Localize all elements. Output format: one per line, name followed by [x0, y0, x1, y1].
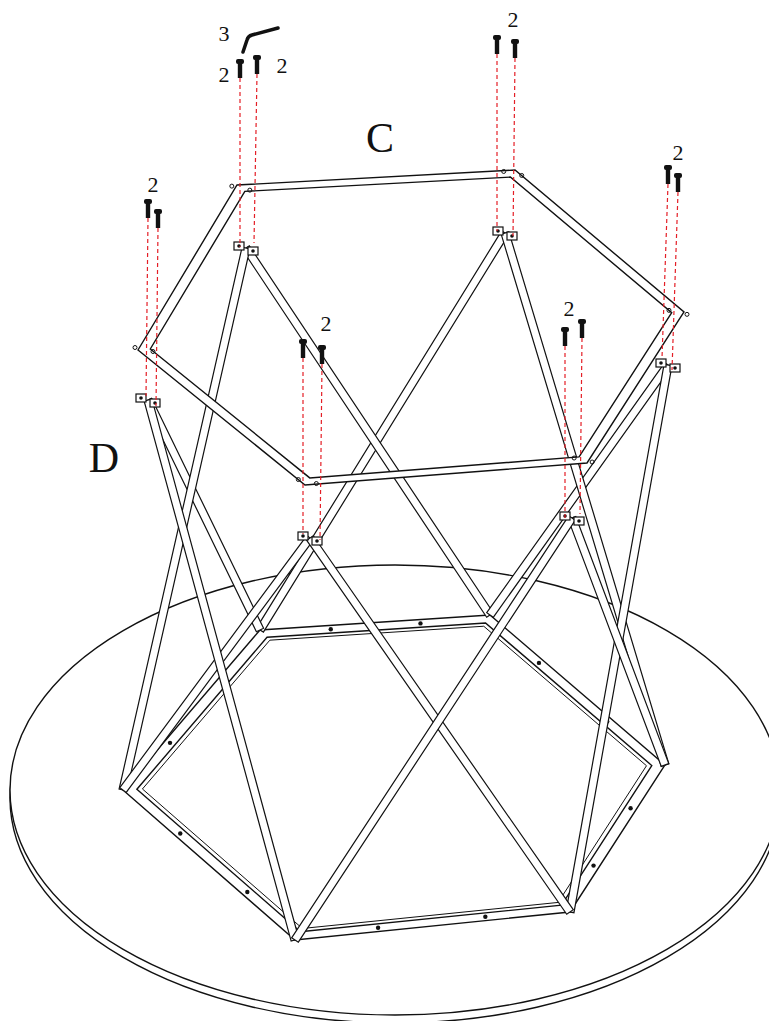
guide-line	[302, 358, 303, 534]
frame-hole	[667, 308, 671, 312]
callout-number: 2	[321, 313, 332, 335]
frame-hole	[296, 478, 300, 482]
guide-line	[146, 218, 148, 396]
frame-hole	[590, 460, 594, 464]
guide-line	[156, 228, 158, 406]
leg-bar	[568, 517, 668, 767]
leg-bar	[243, 246, 494, 617]
guide-line	[672, 192, 678, 370]
frame-hole	[245, 890, 249, 894]
callout-number: 2	[564, 298, 575, 320]
leg-cap	[150, 399, 160, 407]
guide-line	[513, 58, 515, 236]
frame-hole	[133, 346, 137, 350]
leg-cap	[507, 232, 517, 240]
bolt-shank	[320, 349, 324, 364]
frame-hole	[248, 188, 252, 192]
leg-hole	[659, 361, 663, 365]
bolt-shank	[580, 323, 584, 338]
leg-cap	[136, 394, 146, 402]
guide-line	[662, 184, 668, 358]
bolt-shank	[301, 343, 305, 358]
frame-hole	[314, 482, 318, 486]
guide-line	[320, 364, 322, 540]
frame-hole	[572, 456, 576, 460]
allen-key	[243, 28, 278, 52]
callout-number: 2	[148, 174, 159, 196]
bolt-shank	[563, 331, 567, 346]
callout-number: 2	[219, 64, 230, 86]
leg-bar	[566, 364, 672, 912]
leg-hole	[251, 249, 255, 253]
frame-hole	[685, 312, 689, 316]
leg-cap	[234, 242, 244, 250]
bolt-shank	[156, 213, 160, 228]
leg-cap	[656, 359, 666, 367]
callout-number: 3	[219, 23, 230, 45]
leg-cap	[248, 247, 258, 255]
frame-hole	[537, 661, 541, 665]
leg-hole	[315, 539, 319, 543]
guide-line	[496, 54, 497, 231]
frame-hole	[502, 169, 506, 173]
bolt-shank	[255, 59, 259, 74]
bolt-shank	[146, 203, 150, 218]
leg-bar	[144, 399, 299, 941]
frame-hole	[178, 831, 182, 835]
frame-hole	[418, 621, 422, 625]
leg-bar	[257, 231, 509, 632]
upper-frame	[138, 170, 684, 485]
callout-number: 2	[673, 142, 684, 164]
leg-hole	[673, 366, 677, 370]
leg-hole	[301, 534, 305, 538]
leg-hole	[577, 519, 581, 523]
leg-hole	[139, 396, 143, 400]
leg-cap	[312, 537, 322, 545]
bolt-shank	[676, 177, 680, 192]
guide-line	[564, 346, 565, 520]
frame-hole	[591, 863, 595, 867]
bolt-shank	[238, 63, 242, 78]
frame-hole	[628, 806, 632, 810]
frame-hole	[329, 627, 333, 631]
bolt-shank	[666, 169, 670, 184]
leg-cap	[493, 227, 503, 235]
guide-line	[254, 74, 257, 243]
frame-hole	[151, 350, 155, 354]
frame-hole	[376, 925, 380, 929]
callout-number: 2	[508, 9, 519, 31]
frame-hole	[168, 741, 172, 745]
frame-hole	[230, 184, 234, 188]
part-letter: C	[366, 117, 394, 159]
callout-number: 2	[277, 55, 288, 77]
guide-line	[580, 338, 582, 514]
bolt-shank	[513, 43, 517, 58]
leg-cap	[574, 517, 584, 525]
bolt-shank	[495, 39, 499, 54]
leg-bar	[292, 516, 576, 942]
frame-hole	[520, 173, 524, 177]
guide-line	[239, 78, 240, 247]
part-letter: D	[89, 437, 119, 479]
frame-hole	[483, 915, 487, 919]
